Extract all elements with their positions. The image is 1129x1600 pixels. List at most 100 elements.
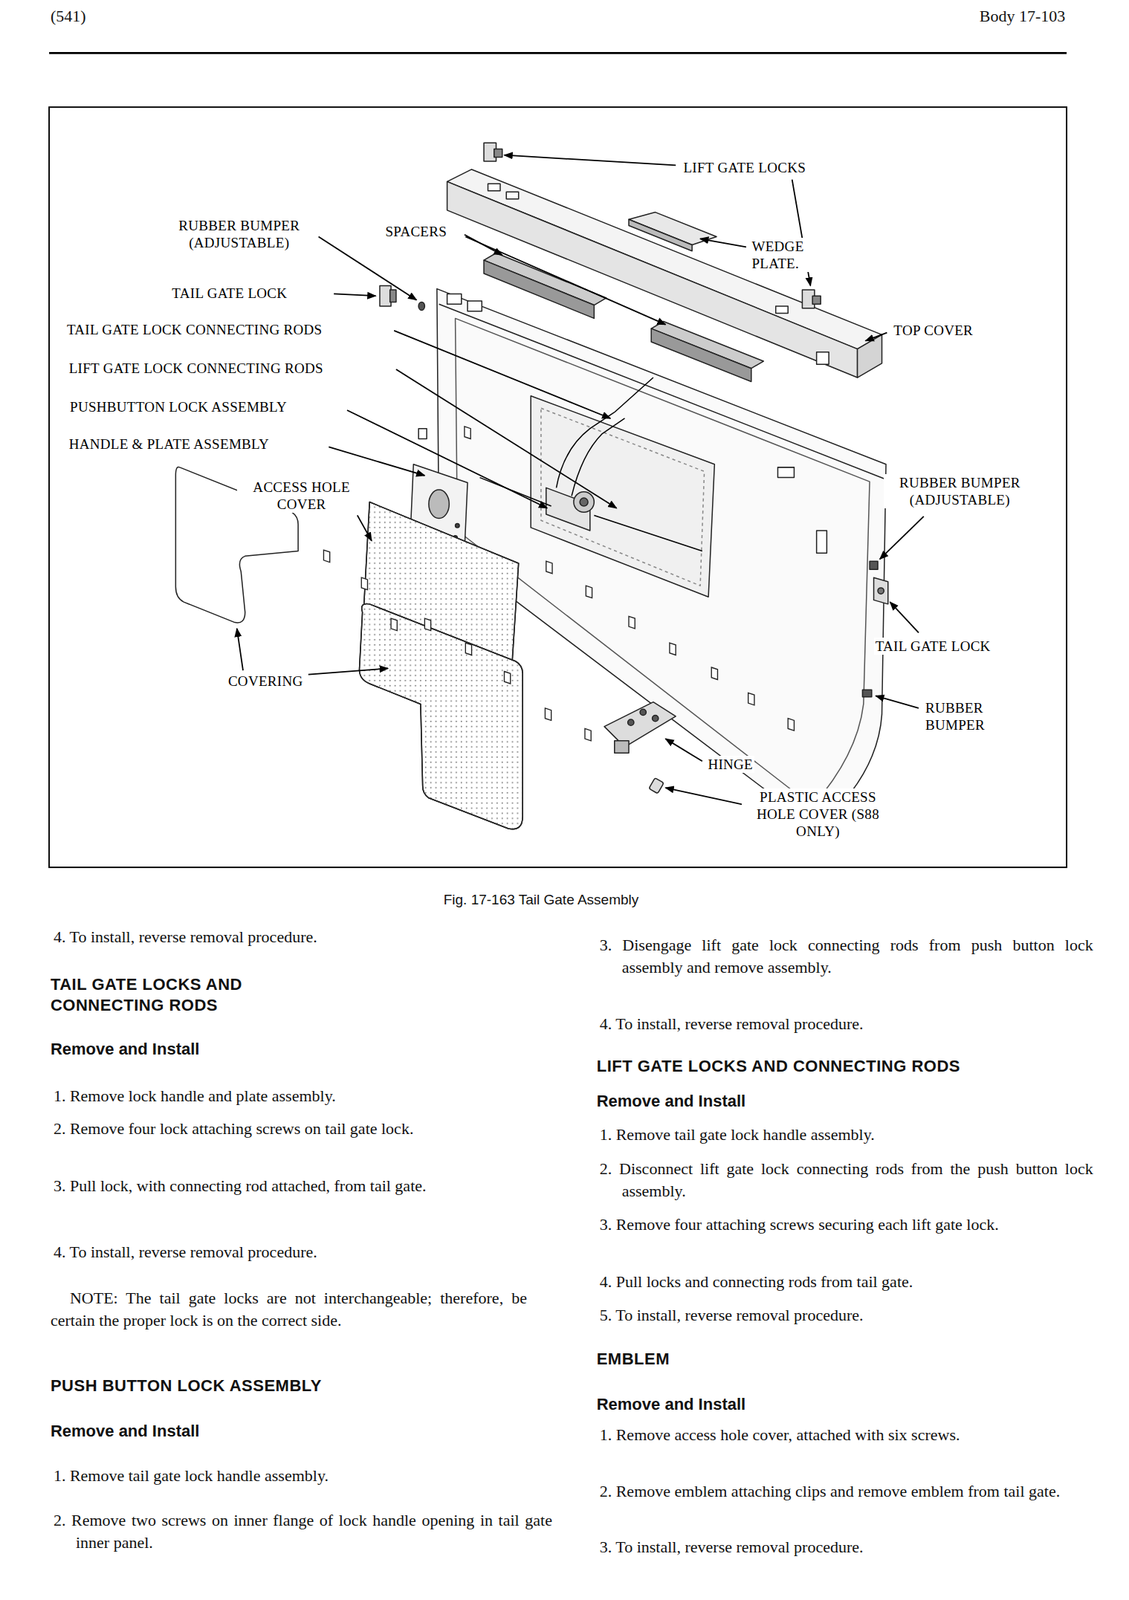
section-heading: LIFT GATE LOCKS AND CONNECTING RODS <box>595 1056 1070 1077</box>
covering <box>359 603 524 829</box>
body-text: 4. To install, reverse removal procedure… <box>595 1013 1095 1036</box>
part-label: SPACERS <box>383 222 449 241</box>
part-label: TOP COVER <box>891 321 975 339</box>
body-text: 2. Remove four lock attaching screws on … <box>49 1117 554 1141</box>
clip-hole <box>361 577 368 590</box>
connecting-rod <box>593 515 703 551</box>
clip-hole <box>585 585 592 598</box>
leader-line <box>347 410 548 509</box>
leader-line <box>308 668 388 675</box>
leader-line <box>503 155 676 166</box>
panel-slot <box>467 301 482 312</box>
clip-hole <box>424 618 431 631</box>
window-recess <box>530 396 715 597</box>
sub-heading: Remove and Install <box>595 1394 1070 1416</box>
clip-hole <box>787 718 794 731</box>
lift-gate-lock <box>494 148 503 157</box>
leader-line <box>700 238 747 247</box>
part-label: ACCESS HOLE COVER <box>237 478 367 513</box>
leader-line <box>393 330 611 419</box>
covering <box>359 603 524 829</box>
body-text: 3. Disengage lift gate lock connecting r… <box>595 934 1095 979</box>
body-text: 4. Pull locks and connecting rods from t… <box>595 1270 1095 1294</box>
body-text: 2. Remove two screws on inner flange of … <box>49 1509 554 1555</box>
leader-line <box>318 237 417 301</box>
leader-line <box>875 695 919 708</box>
part-label: PUSHBUTTON LOCK ASSEMBLY <box>68 398 289 416</box>
tail-gate-lock <box>390 289 397 302</box>
clip-hole <box>628 616 635 629</box>
tail-gate-lock <box>379 285 391 306</box>
clip-hole <box>323 550 330 562</box>
part-label: HANDLE & PLATE ASSEMBLY <box>67 435 271 453</box>
plastic-hole-cover <box>648 778 664 794</box>
leader-line <box>237 628 244 671</box>
leader-lines <box>237 155 924 809</box>
leader-line <box>357 515 372 541</box>
body-text: 1. Remove tail gate lock handle assembly… <box>595 1123 1095 1147</box>
lift-gate-lock <box>812 295 821 304</box>
connecting-rod <box>480 477 552 507</box>
body-text: 5. To install, reverse removal procedure… <box>595 1304 1095 1327</box>
sub-heading: Remove and Install <box>595 1091 1070 1112</box>
hinge <box>639 709 646 716</box>
body-text: 3. Remove four attaching screws securing… <box>595 1213 1095 1237</box>
leader-line <box>333 293 376 296</box>
rubber-bumper <box>418 301 425 310</box>
clip-hole <box>584 728 591 741</box>
rubber-bumper <box>862 689 872 698</box>
clip-hole <box>465 642 472 655</box>
panel-slot <box>777 467 794 478</box>
body-text: 3. To install, reverse removal procedure… <box>595 1536 1095 1559</box>
hinge <box>652 715 659 722</box>
part-label: TAIL GATE LOCK <box>874 637 993 655</box>
body-text: 1. Remove tail gate lock handle assembly… <box>49 1464 554 1488</box>
clip-hole <box>711 667 718 680</box>
section-heading: PUSH BUTTON LOCK ASSEMBLY <box>49 1375 529 1397</box>
clip-hole <box>669 642 676 655</box>
section-heading: TAIL GATE LOCKS AND CONNECTING RODS <box>49 974 298 1017</box>
sub-heading: Remove and Install <box>49 1421 529 1442</box>
body-text: 2. Disconnect lift gate lock connecting … <box>595 1157 1095 1203</box>
part-label: LIFT GATE LOCKS <box>681 159 808 177</box>
connecting-rod <box>614 377 654 413</box>
cover-hole <box>488 183 501 192</box>
pushbutton-lock <box>579 497 588 507</box>
part-label: HINGE <box>706 755 755 773</box>
top-cover <box>857 334 883 378</box>
clip-hole <box>464 426 471 439</box>
part-label: TAIL GATE LOCK CONNECTING RODS <box>65 321 324 339</box>
body-text: 3. Pull lock, with connecting rod attach… <box>49 1175 554 1198</box>
body-text: 1. Remove lock handle and plate assembly… <box>49 1085 554 1108</box>
body-text: 2. Remove emblem attaching clips and rem… <box>595 1480 1095 1503</box>
part-label: TAIL GATE LOCK <box>170 284 289 302</box>
handle <box>428 489 449 519</box>
tail-gate-lock <box>877 587 884 594</box>
cover-hole <box>506 191 519 200</box>
leader-line <box>465 237 666 325</box>
panel-slot <box>418 428 427 440</box>
part-label: RUBBER BUMPER <box>923 699 1009 734</box>
clip-hole <box>546 561 553 574</box>
recess-inner <box>541 408 705 586</box>
hinge <box>628 719 634 726</box>
page-number: (541) <box>49 5 88 27</box>
leader-line <box>328 446 425 475</box>
panel-slot <box>816 530 828 553</box>
part-label: LIFT GATE LOCK CONNECTING RODS <box>67 359 325 377</box>
part-label: WEDGE PLATE. <box>749 237 828 273</box>
sub-heading: Remove and Install <box>49 1039 529 1060</box>
clip-hole <box>390 618 397 631</box>
section-heading: EMBLEM <box>595 1349 1070 1370</box>
clip-hole <box>748 692 755 705</box>
clip-hole <box>503 671 510 684</box>
pushbutton-lock <box>573 492 594 513</box>
top-cover <box>447 181 858 378</box>
part-label: COVERING <box>226 672 305 690</box>
leader-line <box>396 369 617 509</box>
leader-line <box>665 738 702 762</box>
part-label: RUBBER BUMPER (ADJUSTABLE) <box>163 217 316 252</box>
wedge-plate <box>628 219 692 252</box>
spacer <box>651 328 752 382</box>
